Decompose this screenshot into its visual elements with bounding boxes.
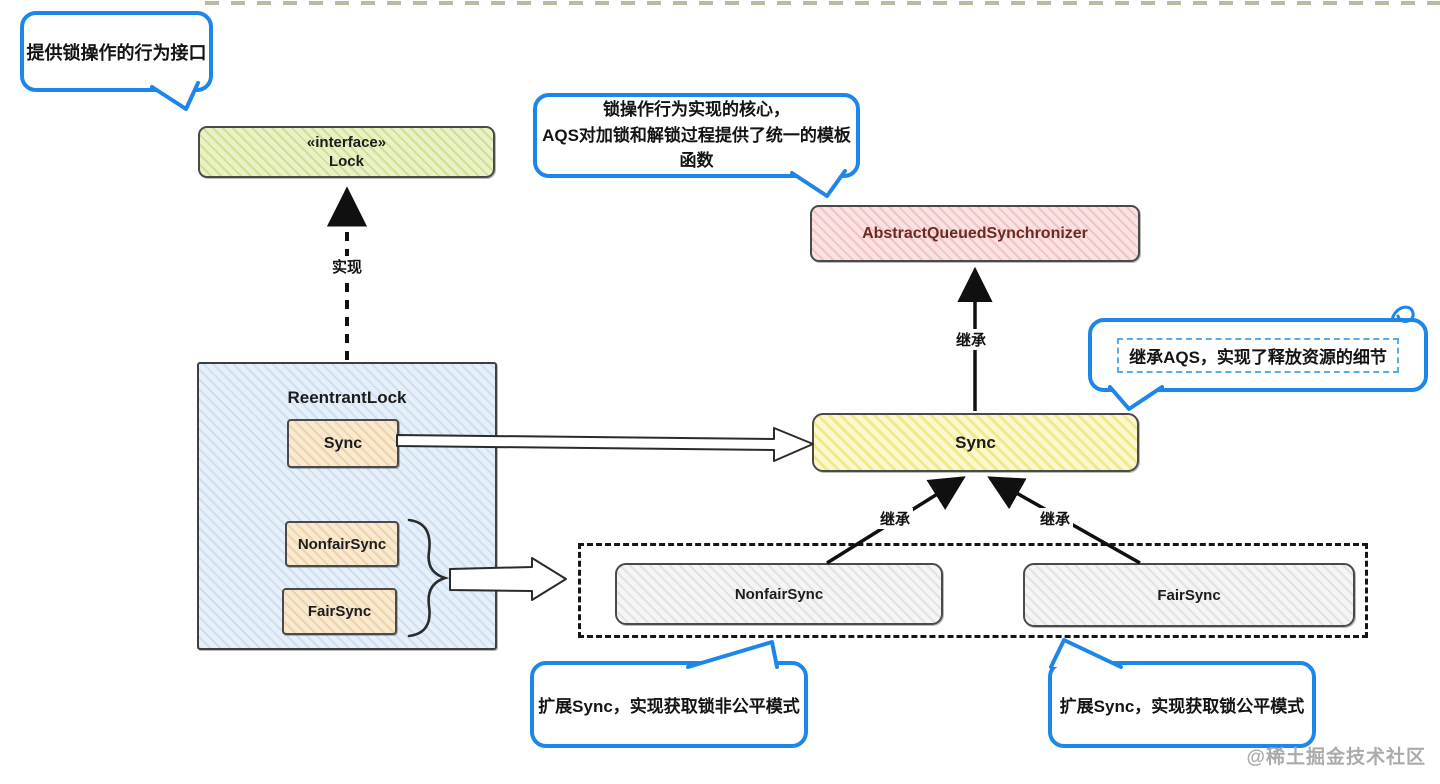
callout-aqs-line1: 锁操作行为实现的核心， xyxy=(603,100,790,120)
node-nonfair-sync-name: NonfairSync xyxy=(734,585,824,603)
node-aqs-name: AbstractQueuedSynchronizer xyxy=(862,224,1088,242)
member-fair-sync: FairSync xyxy=(282,588,397,635)
node-reentrant-lock-title: ReentrantLock xyxy=(287,388,407,407)
callout-fair-sync-text: 扩展Sync，实现获取锁公平模式 xyxy=(1059,697,1305,716)
member-nonfair-sync: NonfairSync xyxy=(285,521,399,567)
callout-nonfair-sync: 扩展Sync，实现获取锁非公平模式 xyxy=(530,661,808,748)
node-lock-name: Lock xyxy=(328,153,364,170)
callout-lock-interface-text: 提供锁操作的行为接口 xyxy=(26,42,207,63)
subclass-group-frame xyxy=(578,543,1368,638)
member-sync: Sync xyxy=(287,419,399,468)
callout-lock-interface: 提供锁操作的行为接口 xyxy=(20,11,213,92)
node-sync: Sync xyxy=(812,413,1139,472)
callout-aqs-line2: AQS对加锁和解锁过程提供了统一的模板函数 xyxy=(542,125,851,171)
callout-sync: 继承AQS，实现了释放资源的细节 xyxy=(1088,318,1428,392)
watermark: @稀土掘金技术社区 xyxy=(1246,747,1426,768)
node-lock-interface: «interface» Lock xyxy=(198,126,495,178)
extends-fair-label: 继承 xyxy=(1036,508,1074,529)
callout-aqs: 锁操作行为实现的核心， AQS对加锁和解锁过程提供了统一的模板函数 xyxy=(533,93,860,178)
extends-aqs-label: 继承 xyxy=(952,329,990,350)
callout-sync-text: 继承AQS，实现了释放资源的细节 xyxy=(1117,337,1399,373)
node-sync-name: Sync xyxy=(955,432,996,452)
callout-fair-sync: 扩展Sync，实现获取锁公平模式 xyxy=(1048,661,1316,748)
node-nonfair-sync: NonfairSync xyxy=(615,563,943,625)
node-fair-sync-name: FairSync xyxy=(1157,586,1221,604)
node-aqs: AbstractQueuedSynchronizer xyxy=(810,205,1140,262)
extends-nonfair-label: 继承 xyxy=(876,508,914,529)
node-fair-sync: FairSync xyxy=(1023,563,1355,627)
node-reentrant-lock: ReentrantLock Sync NonfairSync FairSync xyxy=(197,362,497,650)
callout-nonfair-sync-text: 扩展Sync，实现获取锁非公平模式 xyxy=(538,697,800,716)
implements-label: 实现 xyxy=(328,256,366,277)
node-lock-stereotype: «interface» xyxy=(306,133,387,151)
